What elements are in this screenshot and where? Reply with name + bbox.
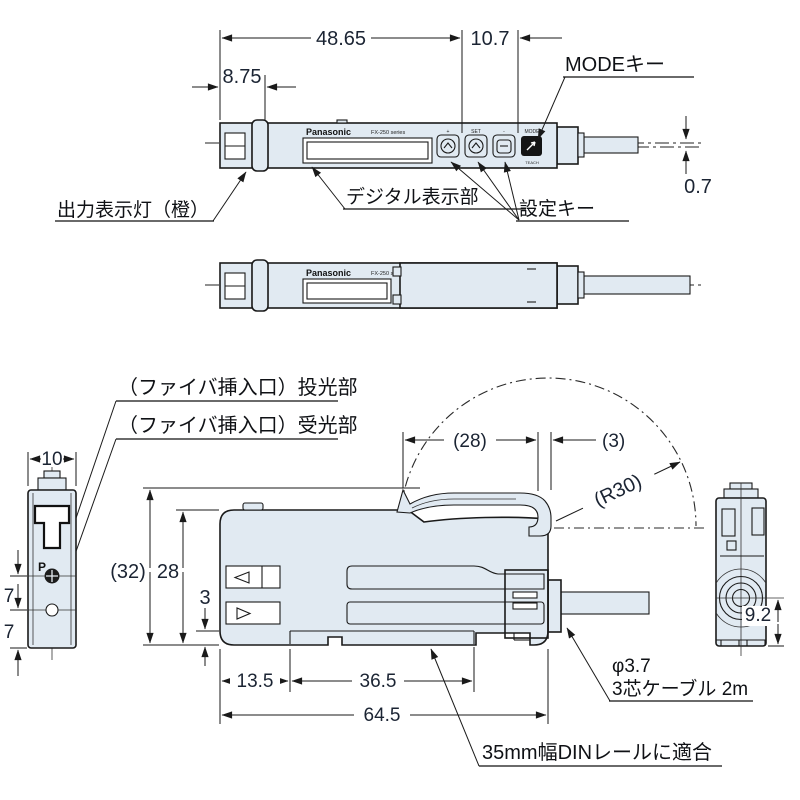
fiber-slot	[33, 504, 71, 550]
cable	[560, 591, 650, 615]
p-mark: P	[38, 560, 46, 574]
callout-mode-key: MODEキー	[537, 54, 694, 140]
callout-fiber-receiver: （ファイバ挿入口）受光部	[57, 414, 358, 603]
fiber-lock-upper	[225, 565, 281, 589]
lower-slot	[346, 601, 545, 625]
cable	[583, 136, 639, 154]
dim-groove-depth: 3	[199, 587, 210, 609]
callout-cable: φ3.7 3芯ケーブル 2m	[566, 627, 753, 702]
dim-10-7: 10.7	[469, 28, 562, 133]
dim-10: 10	[27, 449, 77, 486]
fiber-receiver-callout: （ファイバ挿入口）受光部	[118, 414, 358, 437]
fiber-emitter-callout: （ファイバ挿入口）投光部	[118, 376, 358, 399]
brand-logo: Panasonic	[306, 127, 351, 137]
dim-width-display: 48.65	[316, 28, 366, 50]
right-triangle-mark	[236, 607, 252, 620]
cable-bushing	[547, 579, 562, 633]
plus-key	[436, 134, 460, 158]
dim-height-body: 28	[157, 561, 179, 583]
dim-latch-width: (28)	[453, 431, 487, 452]
middle-side-view: Panasonic FX-250 series	[205, 259, 705, 312]
amplifier-body	[219, 509, 549, 646]
series-label: FX-250 series	[371, 130, 405, 136]
left-end-view: P 10 7 7	[4, 449, 77, 676]
cable	[583, 275, 691, 295]
setting-keys-callout: 設定キー	[519, 198, 595, 220]
mode-key-callout: MODEキー	[565, 54, 665, 76]
callout-output-indicator: 出力表示灯（橙）	[55, 171, 247, 222]
callout-digital-display: デジタル表示部	[311, 166, 526, 210]
dim-length-total: 64.5	[364, 705, 401, 726]
fiber-lock-lever	[251, 259, 269, 312]
dim-7-7: 7 7	[4, 550, 27, 676]
dim-pitch-lower: 7	[4, 622, 15, 643]
din-rail-label: 35mm幅DINレールに適合	[482, 741, 712, 764]
dim-8-75: 8.75	[192, 66, 296, 120]
dim-height-total: (32)	[110, 561, 146, 583]
protective-cover	[399, 262, 558, 309]
dim-latch-tab: (3)	[602, 431, 625, 452]
callout-din-rail: 35mm幅DINレールに適合	[430, 648, 722, 767]
dim-r30: (R30)	[555, 461, 681, 522]
mounting-swing-arc	[399, 377, 697, 527]
connector-block	[504, 569, 549, 639]
cable-spec-label: 3芯ケーブル 2m	[612, 677, 748, 700]
cable-connector	[556, 126, 579, 165]
output-indicator-callout: 出力表示灯（橙）	[57, 199, 209, 221]
brand-logo: Panasonic	[306, 268, 351, 278]
left-triangle-mark	[233, 571, 250, 584]
fiber-lock-lever	[251, 119, 269, 172]
dim-foot-left: 13.5	[237, 671, 274, 692]
dim-width: 10	[41, 449, 62, 470]
right-end-view: 9.2	[715, 482, 784, 656]
dim-9-2: 9.2	[742, 599, 784, 647]
set-key-label: SET	[471, 129, 481, 135]
minus-key-label: -	[503, 129, 505, 135]
setting-keys: + SET - MODE TEACH	[436, 129, 542, 165]
dim-width-indicator: 8.75	[223, 66, 262, 88]
upper-slot	[346, 565, 545, 590]
dim-width-keys: 10.7	[471, 28, 510, 50]
dim-widths: 13.5 36.5 64.5	[219, 647, 549, 726]
minus-key	[492, 134, 516, 158]
dim-pitch-upper: 7	[4, 586, 15, 607]
callout-setting-keys: 設定キー	[450, 161, 629, 222]
cable-diameter-label: φ3.7	[612, 656, 651, 677]
dim-foot-span: 36.5	[360, 671, 397, 692]
fiber-port-receiver	[45, 603, 59, 617]
front-view: (28) (3) (R30) (32) 28 3	[110, 377, 753, 767]
plus-key-label: +	[447, 129, 450, 135]
dim-cable-offset: 0.7	[684, 176, 712, 198]
din-rail-latch	[396, 488, 552, 537]
dim-28p-3p: (28) (3)	[402, 430, 625, 491]
top-side-view: Panasonic FX-250 series + SET - MODE TEA…	[55, 28, 712, 222]
fiber-lock-lower	[225, 601, 281, 625]
set-key	[464, 134, 488, 158]
dim-heights: (32) 28 3	[110, 487, 420, 666]
cable-connector	[556, 265, 579, 305]
dim-48-65: 48.65	[219, 28, 463, 133]
mode-key-label: MODE	[525, 129, 541, 135]
dim-0-7: 0.7	[682, 116, 712, 198]
teach-label: TEACH	[525, 160, 539, 165]
dim-cable-height: 9.2	[745, 605, 771, 626]
digital-display-callout: デジタル表示部	[346, 186, 479, 208]
series-label: FX-250 series	[371, 271, 405, 277]
